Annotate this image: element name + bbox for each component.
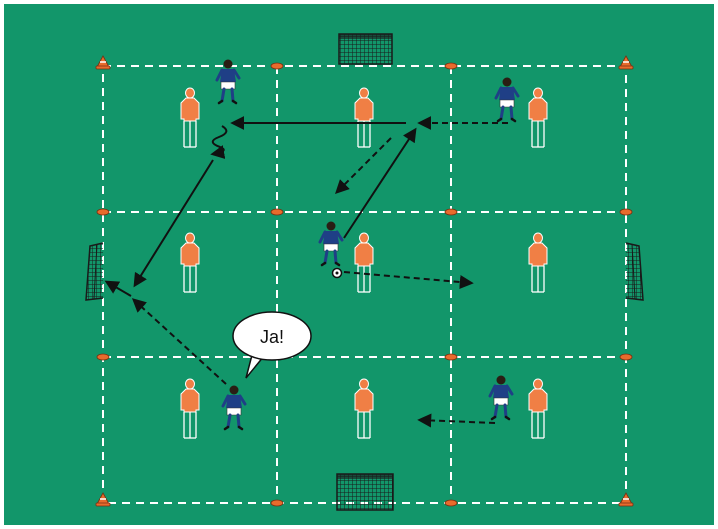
goal-top [339, 34, 392, 64]
ball [333, 269, 342, 278]
speech-bubble-text: Ja! [260, 327, 284, 347]
goal-bottom [337, 474, 393, 510]
